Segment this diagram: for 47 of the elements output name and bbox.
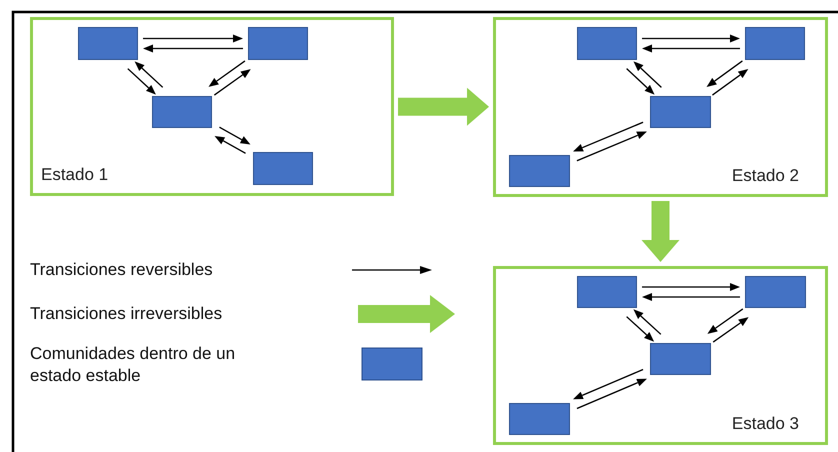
arrow [208,60,246,87]
arrow [642,34,740,42]
transition-arrow [642,201,680,262]
arrow [707,308,744,334]
arrow [706,60,743,87]
arrow [573,368,644,400]
arrow [214,136,246,154]
state-label: Estado 3 [732,414,799,434]
arrow [573,122,644,152]
community-box [745,276,806,308]
arrow [143,34,243,42]
transition-arrow [398,88,489,126]
arrow [134,61,164,88]
legend-label: Comunidades dentro de un estado estable [30,343,236,387]
state-frame [493,266,828,445]
arrow [633,309,662,335]
arrow [576,378,647,410]
arrow [633,61,662,88]
state-frame [30,17,394,196]
legend-label: Transiciones irreversibles [30,303,224,325]
community-box [253,152,313,185]
arrow [642,283,740,291]
community-box [509,403,570,435]
community-box [650,96,711,128]
arrow [642,293,740,301]
state-frame [493,17,828,197]
community-box [78,27,138,60]
state-label: Estado 1 [41,165,108,185]
arrow [143,44,243,52]
legend-label: Transiciones reversibles [30,259,214,281]
arrow [712,317,749,343]
arrow [576,131,647,162]
arrow [712,69,748,96]
arrow [642,44,740,52]
arrow [219,126,250,145]
community-box [650,343,711,375]
arrow [626,316,654,342]
community-box [152,96,212,128]
community-box [577,276,637,308]
community-box [745,27,805,60]
state-label: Estado 2 [732,166,799,186]
arrow [127,68,156,95]
arrow [214,69,251,96]
community-box [577,27,637,60]
community-box [509,155,570,187]
arrow [626,68,655,95]
community-box [248,27,308,60]
